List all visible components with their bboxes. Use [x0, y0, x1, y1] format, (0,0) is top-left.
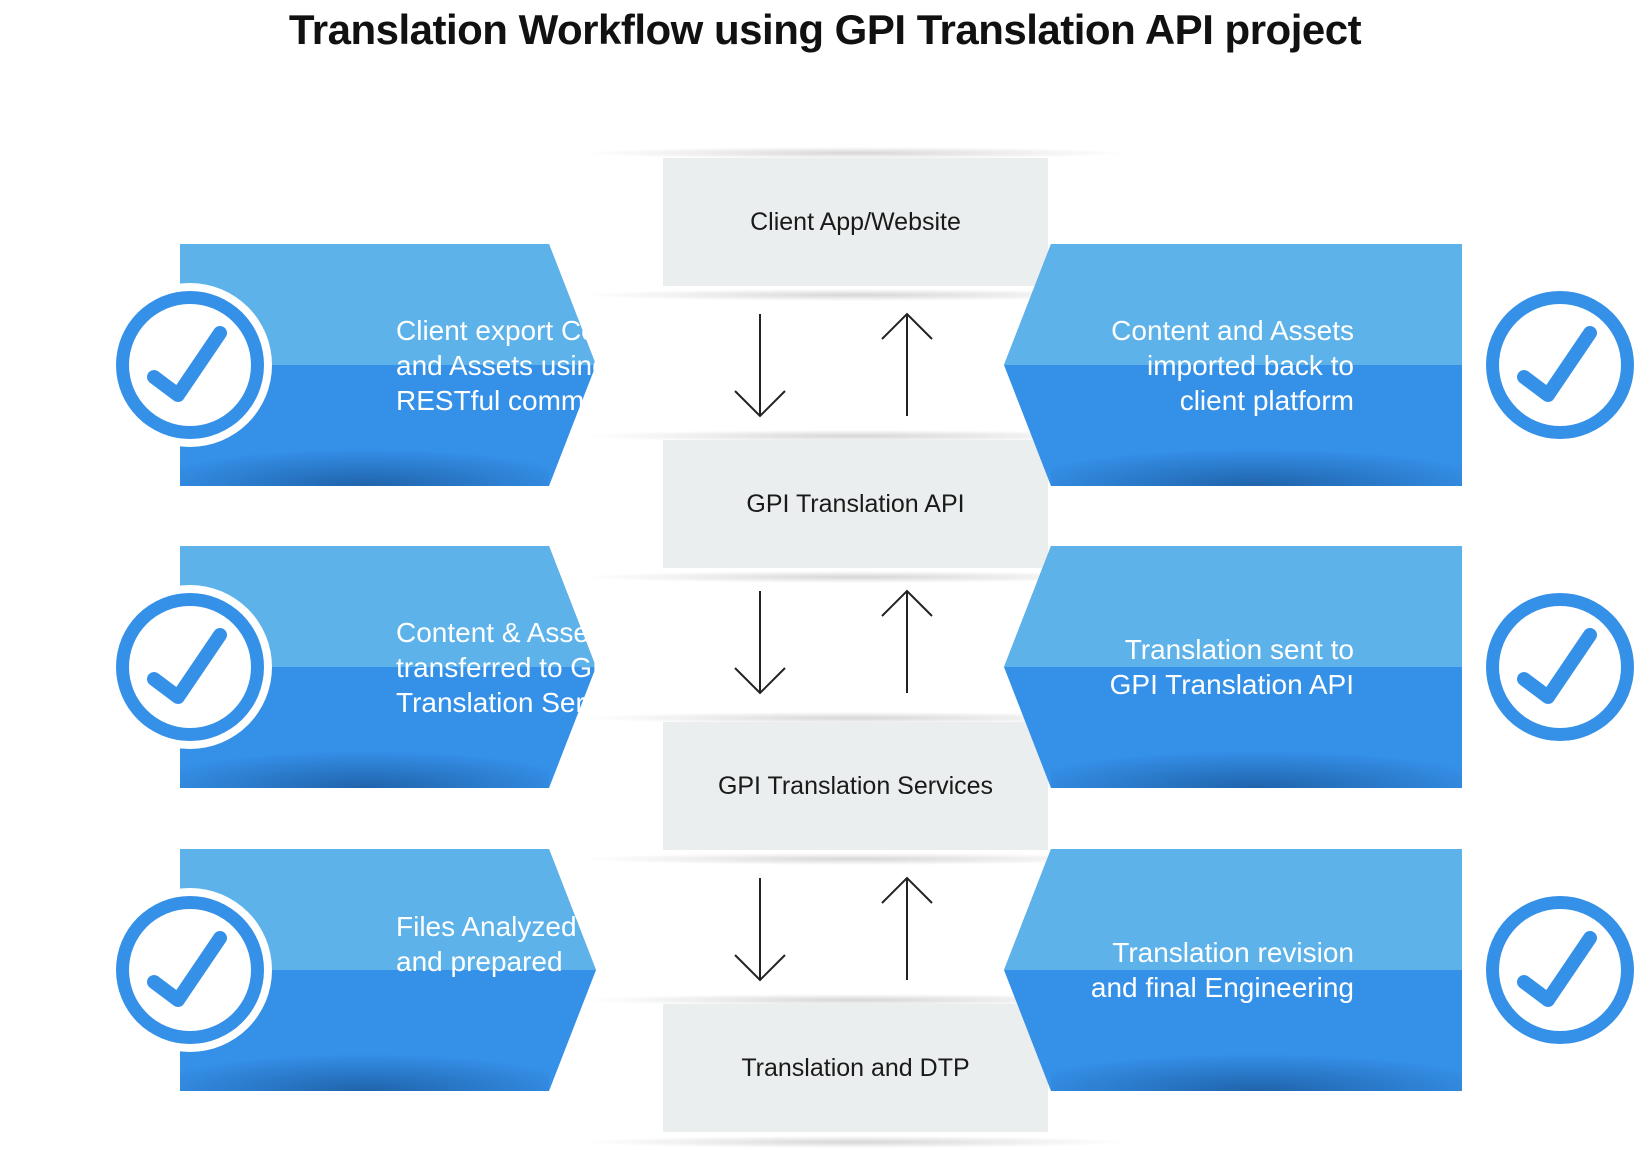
step-text-line: Client export Content — [396, 314, 660, 346]
step-banner-right-3: Translation revision and final Engineeri… — [1004, 849, 1644, 1091]
step-text: Translation sent to GPI Translation API — [1044, 546, 1354, 788]
step-text: Client export Content and Assets using G… — [396, 244, 696, 486]
flow-box-label: Translation and DTP — [741, 1053, 970, 1082]
banner-shape — [180, 244, 596, 486]
check-circle-icon — [108, 283, 272, 447]
box-shadow — [585, 430, 1125, 442]
step-text: Translation revision and final Engineeri… — [1044, 849, 1354, 1091]
box-shadow — [585, 571, 1125, 583]
step-text: Content & Assets transferred to GPI Tran… — [396, 546, 696, 788]
step-banner-left-3: Files Analyzed and prepared — [106, 849, 746, 1091]
box-shadow — [585, 994, 1125, 1006]
step-text-line: transferred to GPI — [396, 651, 619, 683]
step-text-line: client platform — [1179, 384, 1354, 416]
check-circle-icon — [1478, 585, 1642, 749]
step-text-line: Translation revision — [1112, 937, 1354, 968]
flow-box-label: GPI Translation Services — [717, 771, 994, 800]
step-text-line: and prepared — [396, 946, 563, 977]
page-title: Translation Workflow using GPI Translati… — [288, 6, 1362, 53]
banner-shape — [180, 849, 596, 1091]
box-shadow — [585, 712, 1125, 724]
box-shadow — [585, 1136, 1125, 1148]
step-banner-right-2: Translation sent to GPI Translation API — [1004, 546, 1644, 788]
flow-box-translation-services: GPI Translation Services — [663, 722, 1048, 850]
step-text-line: Files Analyzed — [396, 911, 577, 942]
banner-shape — [1004, 244, 1462, 486]
banner-shape — [1004, 546, 1462, 788]
step-text-line: GPI Translation API — [1109, 669, 1354, 700]
step-text-line: Content and Assets — [1111, 314, 1354, 346]
check-circle-icon — [108, 585, 272, 749]
step-banner-left-1: Client export Content and Assets using G… — [106, 244, 746, 486]
check-circle-icon — [108, 888, 272, 1052]
flow-box-translation-api: GPI Translation API — [663, 440, 1048, 568]
arrow-up-icon — [881, 876, 933, 980]
box-shadow — [585, 147, 1125, 159]
step-text-line: Translation Services — [396, 686, 649, 718]
flow-box-translation-dtp: Translation and DTP — [663, 1004, 1048, 1132]
flow-box-label: Client App/Website — [750, 207, 961, 236]
step-text-line: Translation sent to — [1124, 634, 1354, 665]
step-text: Content and Assets imported back to clie… — [1044, 244, 1354, 486]
step-text: Files Analyzed and prepared — [396, 849, 696, 1091]
step-text-line: and Assets using GPI — [396, 349, 664, 381]
banner-shape — [180, 546, 596, 788]
step-banner-right-1: Content and Assets imported back to clie… — [1004, 244, 1644, 486]
box-shadow — [585, 853, 1125, 865]
check-circle-icon — [1478, 283, 1642, 447]
step-text-line: and final Engineering — [1090, 972, 1354, 1003]
check-circle-icon — [1478, 888, 1642, 1052]
arrow-down-icon — [734, 591, 786, 695]
flow-box-client-app: Client App/Website — [663, 158, 1048, 286]
arrow-down-icon — [734, 314, 786, 418]
banner-shape — [1004, 849, 1462, 1091]
flow-box-label: GPI Translation API — [746, 489, 965, 518]
box-shadow — [585, 289, 1125, 301]
step-text-line: RESTful commands — [396, 384, 645, 416]
step-banner-left-2: Content & Assets transferred to GPI Tran… — [106, 546, 746, 788]
step-text-line: imported back to — [1147, 349, 1354, 381]
arrow-up-icon — [881, 589, 933, 693]
step-text-line: Content & Assets — [396, 616, 611, 648]
arrow-up-icon — [881, 312, 933, 416]
arrow-down-icon — [734, 878, 786, 982]
